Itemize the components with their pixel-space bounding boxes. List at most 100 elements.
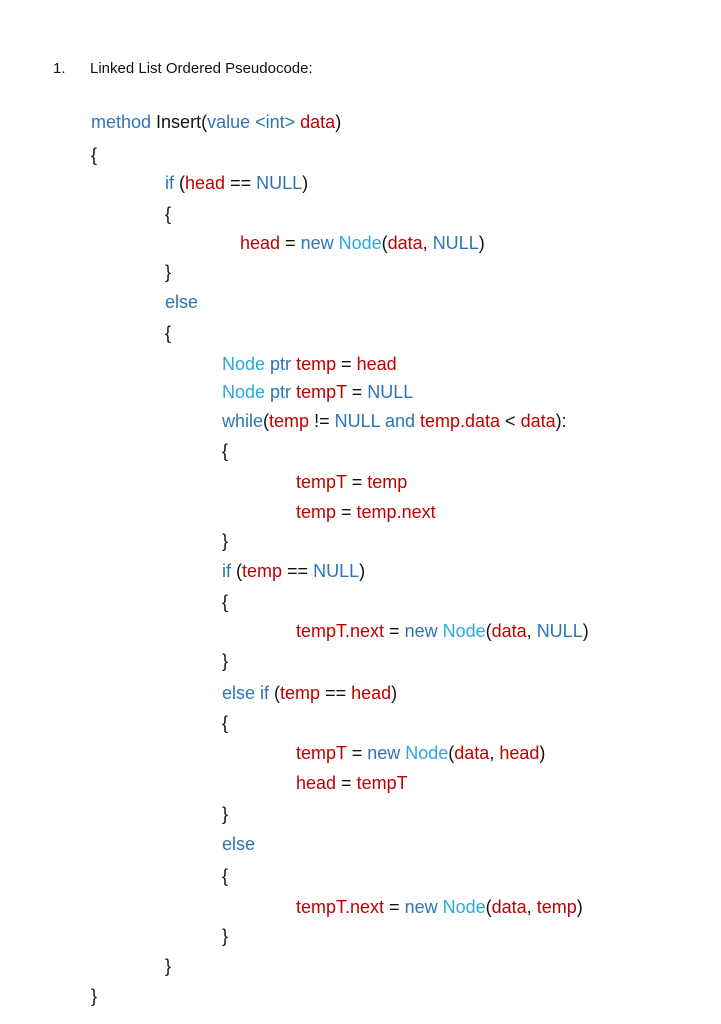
code-token-plain: ( <box>274 683 281 703</box>
code-line: } <box>222 650 228 672</box>
code-line: { <box>222 440 228 462</box>
code-token-plain: { <box>165 323 172 343</box>
code-token-plain: = <box>336 502 357 522</box>
code-token-plain: == <box>320 683 352 703</box>
code-token-plain: ) <box>391 683 398 703</box>
code-token-variable: data <box>454 743 490 763</box>
code-line: tempT.next = new Node(data, temp) <box>296 896 583 918</box>
code-token-keyword: ptr <box>270 382 297 402</box>
code-token-variable: tempT <box>296 743 347 763</box>
code-token-variable: temp <box>242 561 283 581</box>
section-heading: 1.Linked List Ordered Pseudocode: <box>53 60 313 77</box>
code-token-variable: data <box>300 112 336 132</box>
code-token-type: Node <box>338 233 382 253</box>
code-token-type: Node <box>222 382 271 402</box>
code-token-plain: } <box>222 531 229 551</box>
code-token-variable: temp <box>536 897 577 917</box>
code-token-type: Node <box>442 621 486 641</box>
code-line: if (temp == NULL) <box>222 560 365 582</box>
code-token-plain: , <box>526 621 537 641</box>
code-line: method Insert(value <int> data) <box>91 111 341 133</box>
code-token-variable: head <box>351 683 392 703</box>
code-token-keyword: method <box>91 112 157 132</box>
code-token-plain: } <box>222 926 229 946</box>
code-token-keyword: new <box>404 897 443 917</box>
code-token-plain: { <box>222 441 229 461</box>
code-token-plain: ): <box>555 411 567 431</box>
code-token-keyword: else <box>165 292 199 312</box>
code-token-type: Node <box>405 743 449 763</box>
code-token-plain: ) <box>539 743 546 763</box>
code-token-variable: data <box>387 233 423 253</box>
heading-title: Linked List Ordered Pseudocode: <box>90 60 313 77</box>
code-line: } <box>222 803 228 825</box>
code-token-keyword: if <box>165 173 180 193</box>
code-token-variable: tempT.next <box>296 621 385 641</box>
code-token-plain: Insert( <box>156 112 208 132</box>
code-line: } <box>222 530 228 552</box>
code-token-keyword: NULL <box>256 173 303 193</box>
code-token-keyword: NULL <box>313 561 360 581</box>
code-token-keyword: new <box>367 743 406 763</box>
code-token-variable: temp <box>269 411 310 431</box>
code-token-plain: } <box>222 804 229 824</box>
code-token-plain: = <box>384 897 405 917</box>
code-line: tempT = new Node(data, head) <box>296 742 545 764</box>
code-token-keyword: ptr <box>270 354 297 374</box>
code-token-plain: == <box>225 173 257 193</box>
code-token-plain: ( <box>448 743 455 763</box>
code-token-variable: temp <box>296 354 337 374</box>
code-line: { <box>222 591 228 613</box>
code-token-plain: } <box>91 986 98 1006</box>
code-token-plain: { <box>222 866 229 886</box>
code-token-plain: ( <box>236 561 243 581</box>
code-token-plain: } <box>222 651 229 671</box>
code-line: head = new Node(data, NULL) <box>240 232 485 254</box>
code-token-keyword: else if <box>222 683 275 703</box>
code-token-variable: temp <box>367 472 408 492</box>
code-token-keyword: NULL <box>367 382 414 402</box>
code-token-plain: ) <box>302 173 309 193</box>
code-line: head = tempT <box>296 772 408 794</box>
code-token-plain: = <box>336 773 357 793</box>
code-token-plain: = <box>346 382 368 402</box>
code-line: tempT = temp <box>296 471 407 493</box>
code-line: else <box>222 833 255 855</box>
code-token-plain: , <box>489 743 500 763</box>
code-token-plain: } <box>165 262 172 282</box>
code-line: if (head == NULL) <box>165 172 308 194</box>
code-token-variable: data <box>491 621 527 641</box>
code-token-keyword: new <box>404 621 443 641</box>
code-token-plain: , <box>422 233 433 253</box>
code-token-plain: = <box>280 233 301 253</box>
code-token-plain: = <box>346 472 368 492</box>
code-token-variable: temp.next <box>356 502 436 522</box>
code-line: } <box>91 985 97 1007</box>
code-line: while(temp != NULL and temp.data < data)… <box>222 410 567 432</box>
code-token-keyword: else <box>222 834 256 854</box>
code-token-plain: = <box>384 621 405 641</box>
code-line: } <box>222 925 228 947</box>
code-token-variable: tempT.next <box>296 897 385 917</box>
code-token-variable: data <box>491 897 527 917</box>
code-token-variable: tempT <box>356 773 408 793</box>
code-token-keyword: value <int> <box>207 112 301 132</box>
code-token-type: Node <box>222 354 271 374</box>
code-token-keyword: new <box>300 233 339 253</box>
code-token-keyword: NULL <box>432 233 479 253</box>
code-token-plain: ) <box>335 112 342 132</box>
code-token-variable: head <box>240 233 281 253</box>
code-line: Node ptr temp = head <box>222 353 397 375</box>
code-token-plain: = <box>346 743 368 763</box>
code-token-variable: head <box>185 173 226 193</box>
code-token-plain: ( <box>263 411 270 431</box>
code-token-plain: { <box>222 592 229 612</box>
code-line: { <box>165 203 171 225</box>
code-token-keyword: while <box>222 411 264 431</box>
code-token-variable: head <box>356 354 397 374</box>
code-token-plain: ) <box>576 897 583 917</box>
code-token-plain: { <box>91 145 98 165</box>
code-token-plain: ( <box>485 621 492 641</box>
code-line: { <box>165 322 171 344</box>
code-line: else <box>165 291 198 313</box>
